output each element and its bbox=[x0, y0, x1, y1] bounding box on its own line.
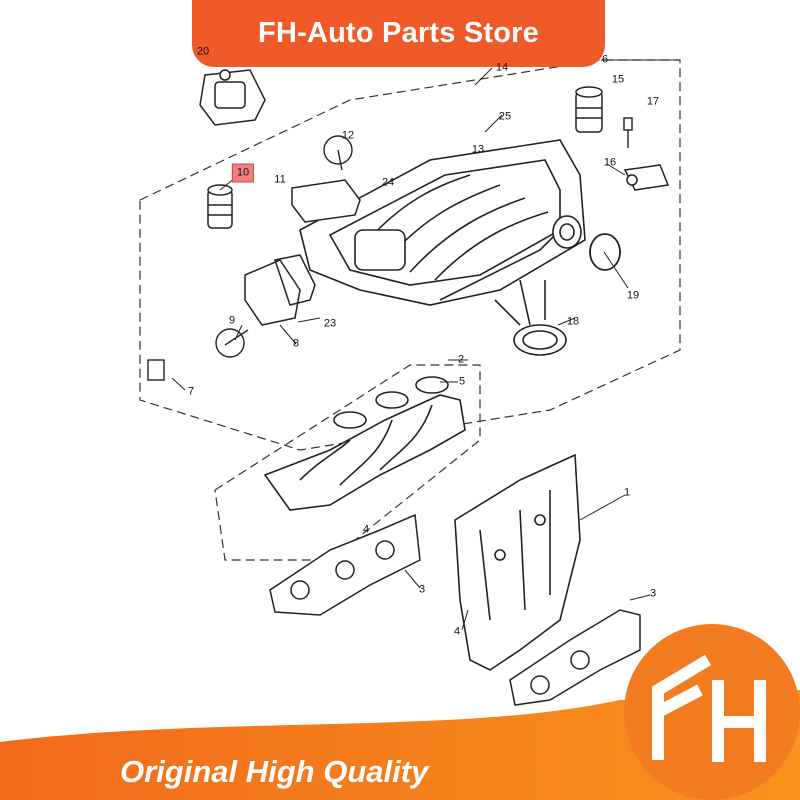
callout-label: 24 bbox=[381, 176, 395, 189]
lower-assembly-outline bbox=[214, 364, 481, 561]
callout-label: 18 bbox=[566, 315, 580, 328]
callout-label: 12 bbox=[341, 129, 355, 142]
callout-label: 9 bbox=[228, 314, 236, 327]
callout-label: 23 bbox=[323, 317, 337, 330]
callout-label: 5 bbox=[458, 375, 466, 388]
callout-label: 19 bbox=[626, 289, 640, 302]
exhaust-gasket bbox=[269, 513, 421, 616]
o-ring bbox=[589, 233, 621, 271]
callout-label: 13 bbox=[471, 143, 485, 156]
callout-label: 15 bbox=[611, 73, 625, 86]
callout-label: 2 bbox=[457, 353, 465, 366]
callout-label: 1 bbox=[623, 486, 631, 499]
callout-label: 7 bbox=[187, 385, 195, 398]
intake-manifold-lower bbox=[454, 453, 581, 671]
upper-assembly-outline bbox=[139, 59, 681, 451]
callout-label: 17 bbox=[646, 95, 660, 108]
callout-label: 3 bbox=[418, 583, 426, 596]
callout-label: 8 bbox=[292, 337, 300, 350]
callout-label: 20 bbox=[196, 45, 210, 58]
leader-lines bbox=[171, 59, 680, 631]
exhaust-manifold bbox=[263, 376, 466, 511]
quality-tagline: Original High Quality bbox=[120, 754, 429, 789]
callout-label-highlighted: 10 bbox=[231, 163, 255, 183]
callout-label: 14 bbox=[495, 61, 509, 74]
callout-label: 3 bbox=[649, 587, 657, 600]
callout-label: 16 bbox=[603, 156, 617, 169]
callout-label: 6 bbox=[601, 53, 609, 66]
store-banner: FH-Auto Parts Store bbox=[192, 0, 605, 67]
footer-swoosh bbox=[0, 690, 800, 800]
store-title: FH-Auto Parts Store bbox=[258, 17, 539, 49]
callout-label: 11 bbox=[274, 173, 286, 186]
map-sensor bbox=[623, 164, 670, 191]
callout-label: 4 bbox=[453, 625, 461, 638]
callout-label: 4 bbox=[362, 523, 370, 536]
intake-gasket bbox=[509, 609, 641, 706]
bracket-part bbox=[199, 69, 266, 126]
fh-logo-mark bbox=[652, 654, 766, 762]
intake-manifold-upper bbox=[299, 139, 586, 306]
injector-part-15 bbox=[575, 86, 603, 133]
throttle-gasket bbox=[494, 279, 567, 356]
injector-part bbox=[207, 184, 233, 229]
actuator-parts bbox=[244, 179, 361, 326]
callout-label: 25 bbox=[498, 110, 512, 123]
